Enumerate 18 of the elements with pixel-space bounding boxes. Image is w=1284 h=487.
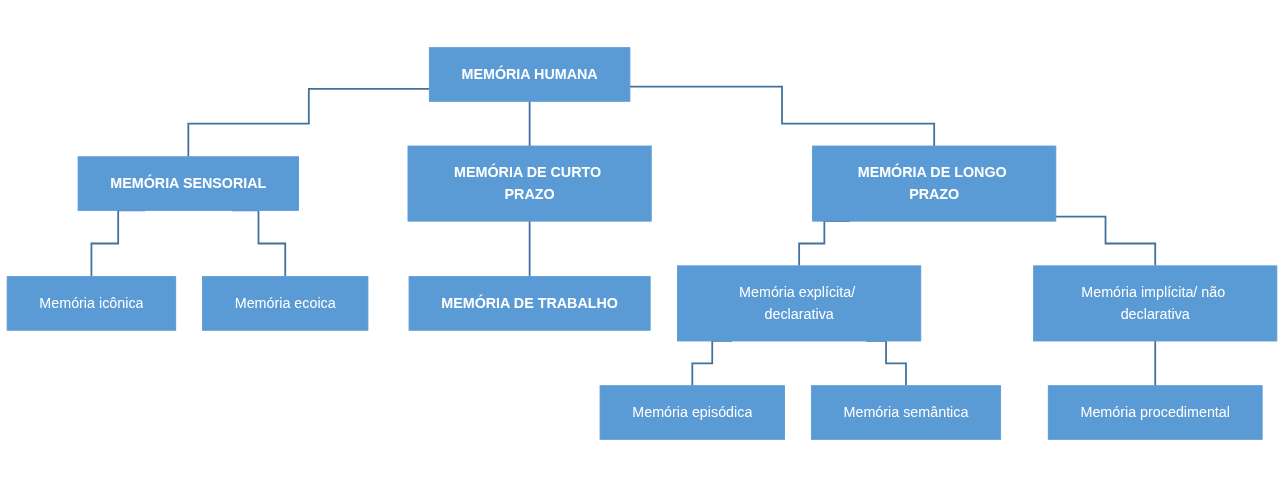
node-box: Memória ecoica — [202, 276, 369, 331]
node-box: Memória semântica — [810, 385, 1002, 440]
node-box: MEMÓRIA DE LONGO PRAZO — [812, 145, 1057, 222]
connector — [528, 100, 531, 147]
node-box: MEMÓRIA SENSORIAL — [77, 156, 299, 211]
node-box: Memória explícita/ declarativa — [677, 265, 922, 342]
connector — [1054, 215, 1157, 267]
connector — [1154, 340, 1157, 387]
node-box: Memória procedimental — [1047, 385, 1263, 440]
connector — [629, 85, 936, 147]
connector — [528, 220, 531, 278]
node-box: MEMÓRIA DE TRABALHO — [408, 276, 651, 331]
node-box: Memória implícita/ não declarativa — [1033, 265, 1278, 342]
node-box: MEMÓRIA DE CURTO PRAZO — [407, 145, 652, 222]
node-box: MEMÓRIA HUMANA — [428, 47, 631, 102]
connector — [187, 88, 431, 158]
node-box: Memória icônica — [6, 276, 177, 331]
node-box: Memória episódica — [599, 385, 785, 440]
